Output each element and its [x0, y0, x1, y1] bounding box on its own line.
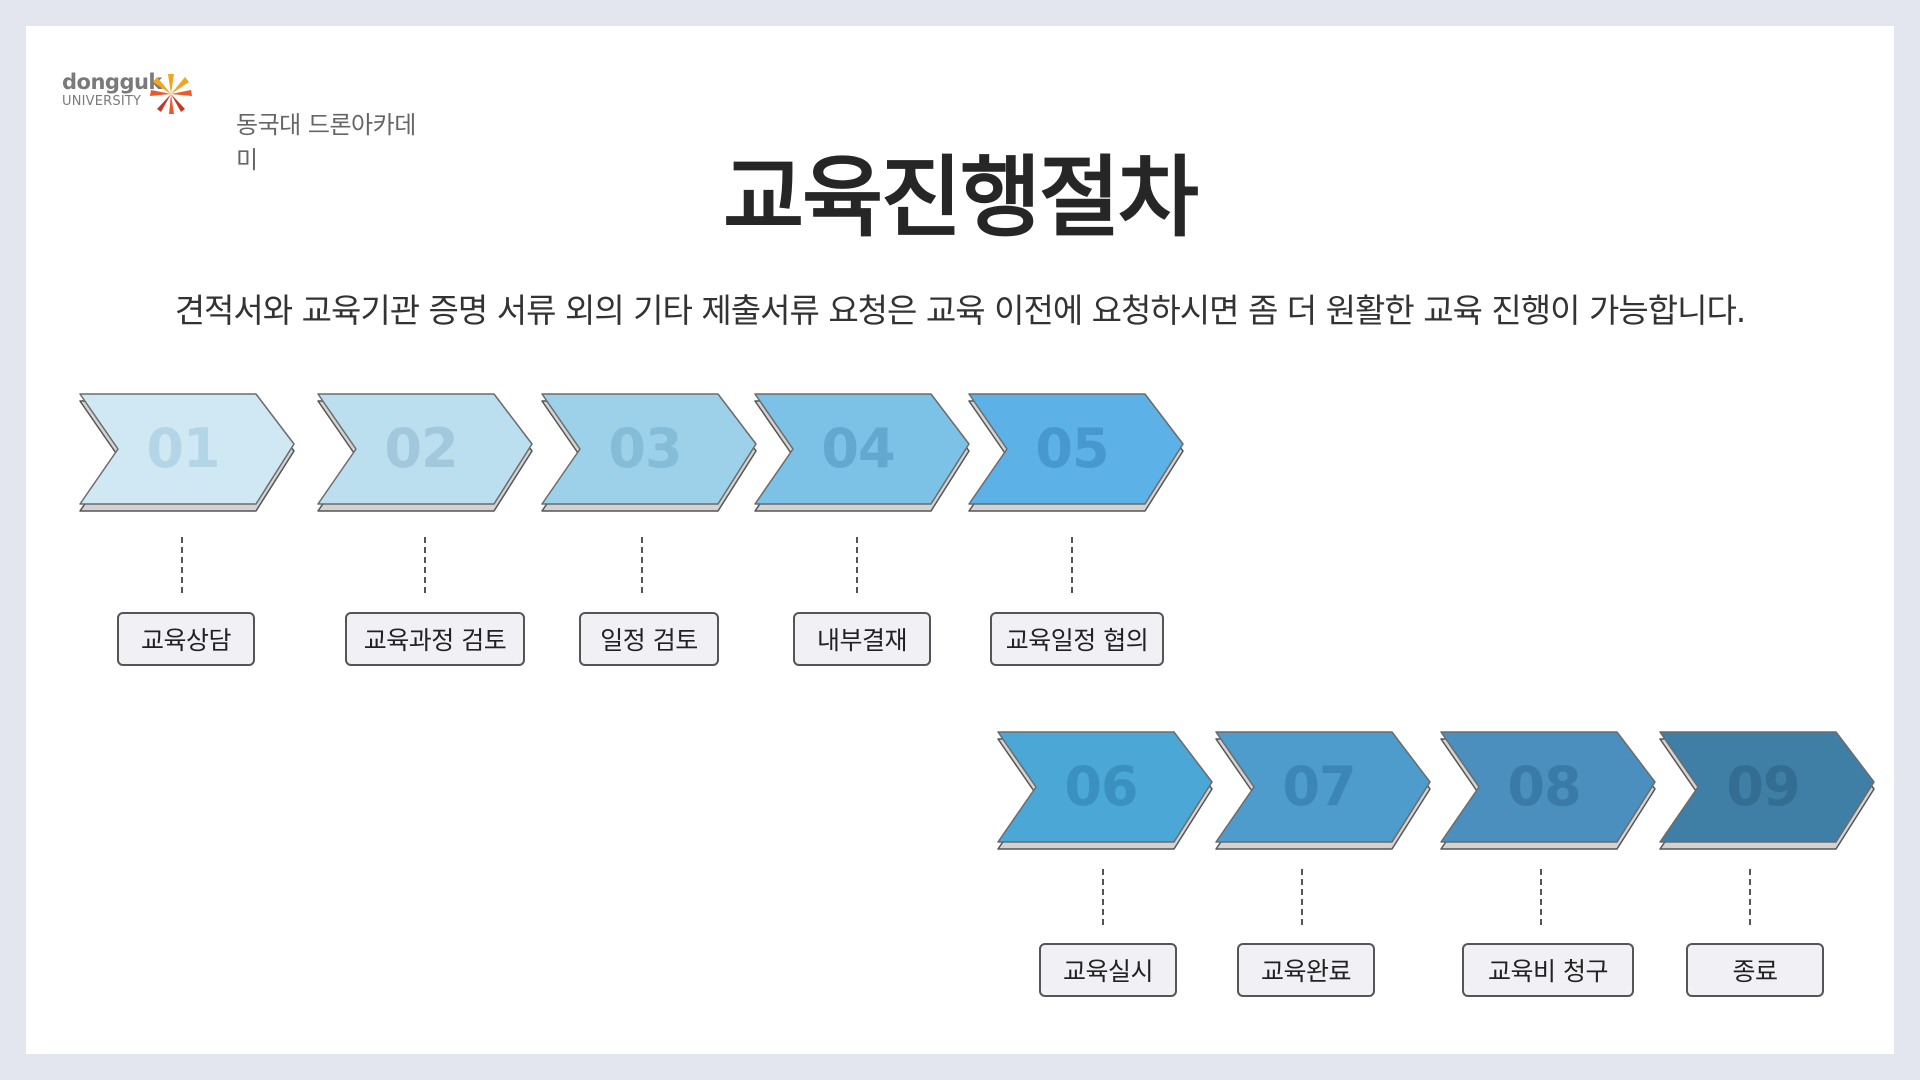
slide: dongguk UNIVERSITY 동국대 드론아카데미 교육진행절차 견적서… — [26, 26, 1894, 1054]
logo-korean: 동국대 드론아카데미 — [236, 111, 416, 174]
page-subtitle: 견적서와 교육기관 증명 서류 외의 기타 제출서류 요청은 교육 이전에 요청… — [174, 291, 1747, 330]
step-number: 06 — [1064, 755, 1138, 818]
chevron-arrow-shape — [1659, 731, 1875, 850]
logo-wordmark: dongguk — [62, 70, 162, 94]
dashed-connector — [1301, 869, 1303, 925]
dashed-connector — [181, 537, 183, 593]
step-label: 교육비 청구 — [1462, 943, 1634, 997]
dashed-connector — [641, 537, 643, 593]
logo-english: dongguk UNIVERSITY — [62, 70, 162, 109]
chevron-arrow-shape — [1440, 731, 1656, 850]
step-number: 02 — [384, 417, 458, 480]
chevron-arrow-shape — [754, 393, 970, 512]
chevron-arrow-shape — [79, 393, 295, 512]
chevron-arrow-shape — [968, 393, 1184, 512]
dongguk-logo: dongguk UNIVERSITY 동국대 드론아카데미 — [62, 70, 422, 175]
step-label: 일정 검토 — [579, 612, 719, 666]
lotus-mark-icon — [150, 74, 192, 114]
step-label: 교육일정 협의 — [990, 612, 1164, 666]
step-chevron: 01 — [78, 392, 298, 522]
step-chevron: 07 — [1214, 730, 1434, 860]
chevron-arrow-shape — [317, 393, 533, 512]
step-number: 01 — [146, 417, 220, 480]
step-label: 교육상담 — [117, 612, 255, 666]
step-chevron: 09 — [1658, 730, 1878, 860]
step-label: 교육과정 검토 — [345, 612, 525, 666]
dashed-connector — [424, 537, 426, 593]
step-number: 09 — [1726, 755, 1800, 818]
step-chevron: 04 — [753, 392, 973, 522]
chevron-arrow-shape — [541, 393, 757, 512]
step-chevron: 03 — [540, 392, 760, 522]
step-chevron: 05 — [967, 392, 1187, 522]
chevron-arrow-shape — [1215, 731, 1431, 850]
step-chevron: 06 — [996, 730, 1216, 860]
logo-subword: UNIVERSITY — [62, 94, 142, 109]
step-label: 교육완료 — [1237, 943, 1375, 997]
dashed-connector — [1749, 869, 1751, 925]
step-number: 07 — [1282, 755, 1356, 818]
page-title: 교육진행절차 — [723, 146, 1199, 249]
step-number: 03 — [608, 417, 682, 480]
step-chevron: 08 — [1439, 730, 1659, 860]
dashed-connector — [856, 537, 858, 593]
dashed-connector — [1540, 869, 1542, 925]
step-number: 08 — [1507, 755, 1581, 818]
step-label: 교육실시 — [1039, 943, 1177, 997]
dashed-connector — [1102, 869, 1104, 925]
step-label: 종료 — [1686, 943, 1824, 997]
dashed-connector — [1071, 537, 1073, 593]
step-number: 05 — [1035, 417, 1109, 480]
chevron-arrow-shape — [997, 731, 1213, 850]
step-label: 내부결재 — [793, 612, 931, 666]
step-number: 04 — [821, 417, 895, 480]
step-chevron: 02 — [316, 392, 536, 522]
